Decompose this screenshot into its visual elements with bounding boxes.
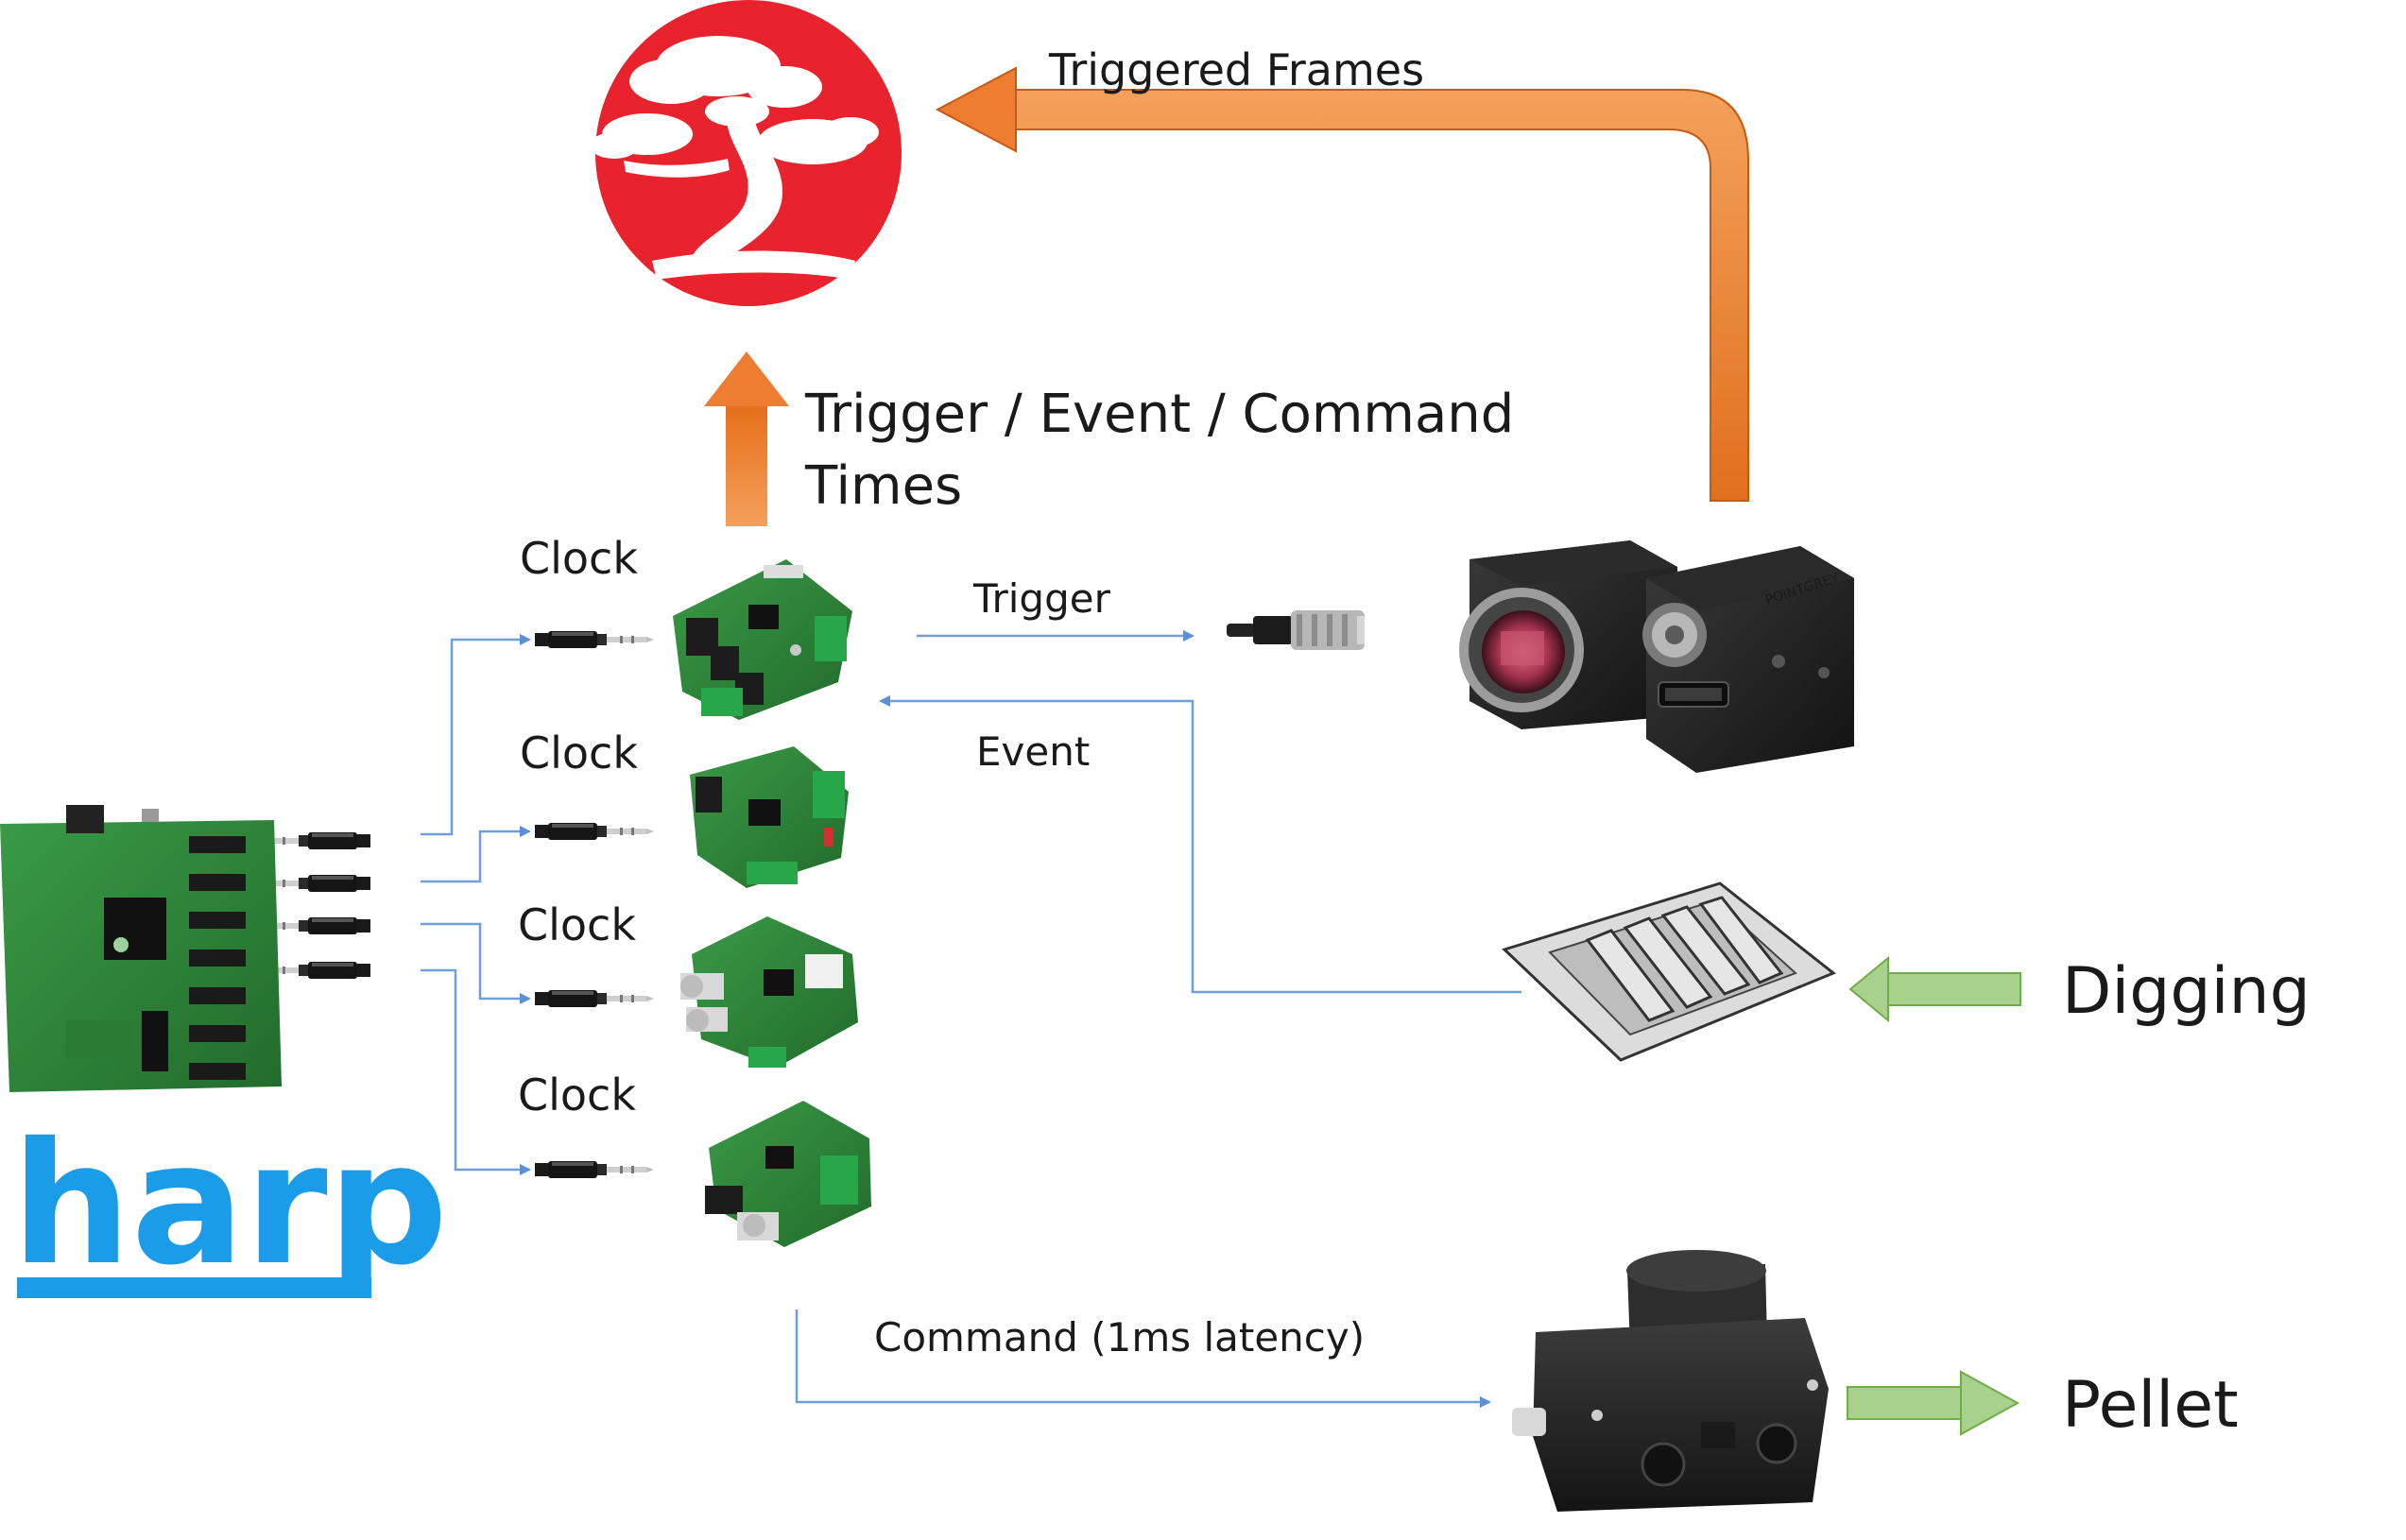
command-label: Command (1ms latency): [874, 1314, 1365, 1360]
digging-label: Digging: [2062, 954, 2311, 1029]
command-wire: [795, 1309, 1491, 1408]
pellet-arrow: [1847, 1370, 2020, 1436]
camera-icon: POINTGREY: [1459, 540, 1854, 773]
event-label: Event: [976, 728, 1090, 775]
event-wire: [879, 695, 1521, 994]
audio-jack-icon: [535, 823, 654, 840]
pellet-feeder-icon: [1512, 1250, 1829, 1512]
harp-device-4: [705, 1101, 871, 1247]
triggered-frames-arrow: [935, 66, 1749, 502]
audio-jack-icon: [535, 1161, 654, 1178]
camera-connector-icon: [1227, 610, 1365, 650]
clock-wires: [421, 634, 531, 1175]
trigger-event-command-label: Trigger / Event / Command: [804, 384, 1514, 445]
audio-jack-icon: [535, 631, 654, 648]
digging-arrow: [1848, 955, 2021, 1023]
harp-logo-underline: [17, 1277, 371, 1298]
trigger-label: Trigger: [972, 575, 1111, 622]
harp-device-2: [690, 746, 849, 888]
clock-label-3: Clock: [518, 899, 636, 950]
clock-label-4: Clock: [518, 1069, 636, 1121]
harp-device-1: [673, 559, 852, 720]
clock-label-1: Clock: [520, 533, 638, 584]
pellet-label: Pellet: [2062, 1368, 2239, 1443]
trigger-event-command-arrow: [704, 351, 789, 526]
bonsai-tree-icon: [590, 0, 902, 306]
audio-jack-icon: [535, 990, 654, 1007]
triggered-frames-label: Triggered Frames: [1048, 44, 1424, 95]
clock-synchronizer-board-icon: [0, 805, 282, 1092]
clock-label-2: Clock: [520, 727, 638, 779]
harp-logo: harp: [11, 1106, 448, 1302]
harp-device-3: [680, 916, 858, 1068]
trigger-event-command-label-line2: Times: [804, 455, 962, 517]
digging-tray-icon: [1502, 881, 1836, 1062]
